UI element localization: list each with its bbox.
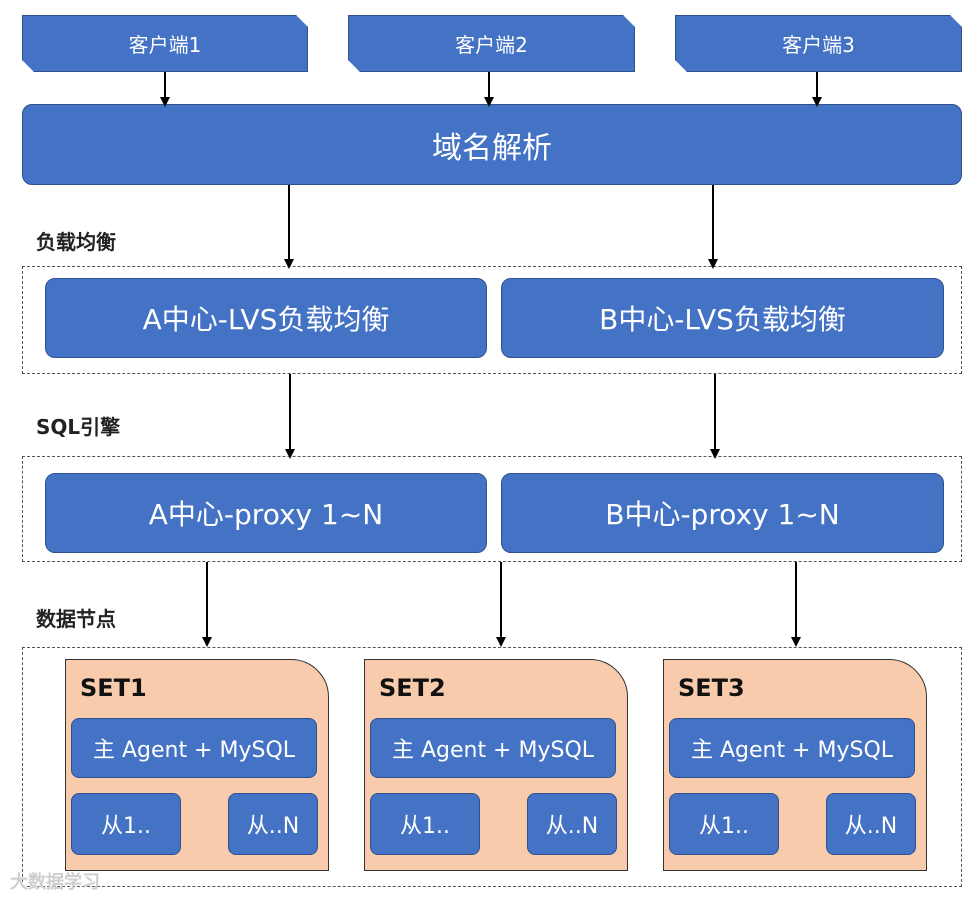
set-3-slave-first: 从1..	[669, 793, 779, 855]
lvs-a-label: A中心-LVS负载均衡	[142, 303, 390, 336]
lvs-b-box: B中心-LVS负载均衡	[501, 278, 944, 358]
watermark-text: 大数据学习	[10, 872, 100, 893]
set-1-master-label: 主 Agent + MySQL	[92, 738, 296, 763]
lb-group	[22, 266, 962, 374]
set-3-slave-n: 从..N	[826, 793, 916, 855]
proxy-b-label: B中心-proxy 1~N	[605, 498, 840, 531]
data-group	[22, 647, 962, 887]
client-3-label: 客户端3	[782, 33, 855, 57]
set-2-slave-first: 从1..	[370, 793, 480, 855]
set-1-slave-n-label: 从..N	[246, 814, 300, 839]
set-1-title: SET1	[80, 674, 147, 702]
set-2-title: SET2	[379, 674, 446, 702]
set-1: SET1 主 Agent + MySQL 从1.. 从..N	[65, 659, 329, 871]
client-1-box: 客户端1	[22, 15, 308, 72]
set-2: SET2 主 Agent + MySQL 从1.. 从..N	[364, 659, 628, 871]
client-1-label: 客户端1	[128, 33, 202, 57]
set-1-master: 主 Agent + MySQL	[71, 718, 317, 778]
set-2-master-label: 主 Agent + MySQL	[391, 738, 595, 763]
client-2-box: 客户端2	[348, 15, 635, 72]
set-2-slave-n-label: 从..N	[545, 814, 599, 839]
set-2-master: 主 Agent + MySQL	[370, 718, 616, 778]
watermark-logo: 大数据学习	[10, 868, 100, 894]
set-3-master-label: 主 Agent + MySQL	[690, 738, 894, 763]
set-1-slave-n: 从..N	[228, 793, 318, 855]
section-label-data-nodes: 数据节点	[36, 607, 116, 631]
client-2-label: 客户端2	[455, 33, 528, 57]
set-1-slave-first-label: 从1..	[101, 814, 151, 839]
section-label-load-balance: 负载均衡	[36, 230, 116, 254]
set-3-slave-first-label: 从1..	[699, 814, 749, 839]
proxy-b-box: B中心-proxy 1~N	[501, 473, 944, 553]
proxy-a-label: A中心-proxy 1~N	[148, 498, 384, 531]
set-1-slave-first: 从1..	[71, 793, 181, 855]
dns-label: 域名解析	[432, 130, 552, 166]
set-3-title: SET3	[678, 674, 745, 702]
set-3-master: 主 Agent + MySQL	[669, 718, 915, 778]
client-3-box: 客户端3	[675, 15, 962, 72]
lvs-b-label: B中心-LVS负载均衡	[599, 303, 846, 336]
sql-group	[22, 456, 962, 562]
lvs-a-box: A中心-LVS负载均衡	[45, 278, 487, 358]
section-label-sql-engine: SQL引擎	[36, 415, 121, 439]
set-2-slave-first-label: 从1..	[400, 814, 450, 839]
dns-box: 域名解析	[22, 104, 962, 185]
set-3-slave-n-label: 从..N	[844, 814, 898, 839]
proxy-a-box: A中心-proxy 1~N	[45, 473, 487, 553]
set-2-slave-n: 从..N	[527, 793, 617, 855]
set-3: SET3 主 Agent + MySQL 从1.. 从..N	[663, 659, 927, 871]
